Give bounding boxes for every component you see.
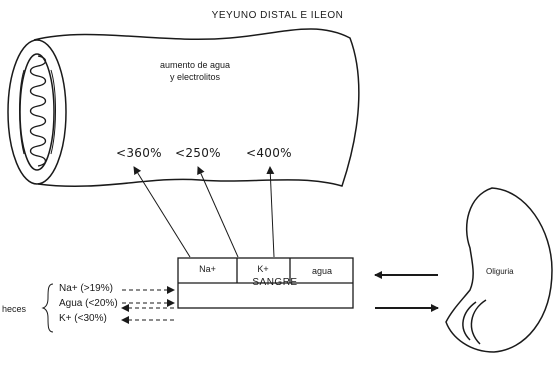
concentration-water: <400% [246,147,292,159]
intestine-caption-line1: aumento de agua [160,60,230,70]
intestine-caption: aumento de agua y electrolitos [140,59,250,83]
intestinal-folds-outer [20,70,56,154]
feces-arrows [122,290,174,320]
feces-label: heces [2,305,26,314]
kidney-label: Oliguria [486,268,514,276]
intestine-caption-line2: y electrolitos [170,72,220,82]
kidney-arrows [375,275,438,308]
concentration-k: <250% [175,147,221,159]
intestine-shape [8,29,359,186]
blood-label: SANGRE [200,278,350,288]
feces-item-na: Na+ (>19%) [59,284,113,294]
blood-cell-na: Na+ [180,265,235,274]
blood-cell-k: K+ [238,265,288,274]
feces-item-water: Agua (<20%) [59,299,118,309]
blood-cell-water: agua [292,267,352,276]
feces-brace [43,284,53,332]
diagram-title: YEYUNO DISTAL E ILEON [0,11,555,21]
concentration-na: <360% [116,147,162,159]
feces-item-k: K+ (<30%) [59,314,107,324]
intestinal-folds [31,56,46,166]
